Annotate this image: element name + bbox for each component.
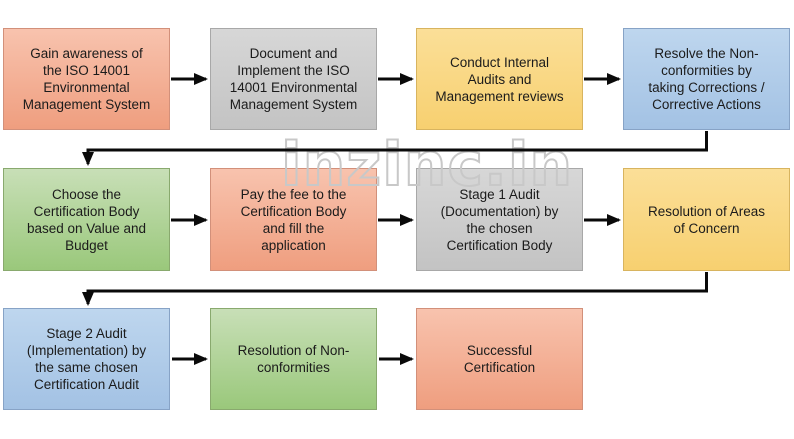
step-box-internal-audits: Conduct Internal Audits and Management r…	[416, 28, 583, 130]
step-box-gain-awareness: Gain awareness of the ISO 14001 Environm…	[3, 28, 170, 130]
arrow-step4-step5-elbow	[82, 131, 708, 166]
step-box-stage1-audit: Stage 1 Audit (Documentation) by the cho…	[416, 168, 583, 271]
step-box-pay-fee: Pay the fee to the Certification Body an…	[210, 168, 377, 271]
step-box-stage2-audit: Stage 2 Audit (Implementation) by the sa…	[3, 308, 170, 410]
step-box-choose-certification-body: Choose the Certification Body based on V…	[3, 168, 170, 271]
step-box-resolution-areas-of-concern: Resolution of Areas of Concern	[623, 168, 790, 271]
step-box-resolve-nonconformities: Resolve the Non- conformities by taking …	[623, 28, 790, 130]
arrow-step8-step9-elbow	[82, 272, 708, 306]
step-box-document-implement: Document and Implement the ISO 14001 Env…	[210, 28, 377, 130]
step-box-resolution-nonconformities: Resolution of Non- conformities	[210, 308, 377, 410]
step-box-successful-certification: Successful Certification	[416, 308, 583, 410]
